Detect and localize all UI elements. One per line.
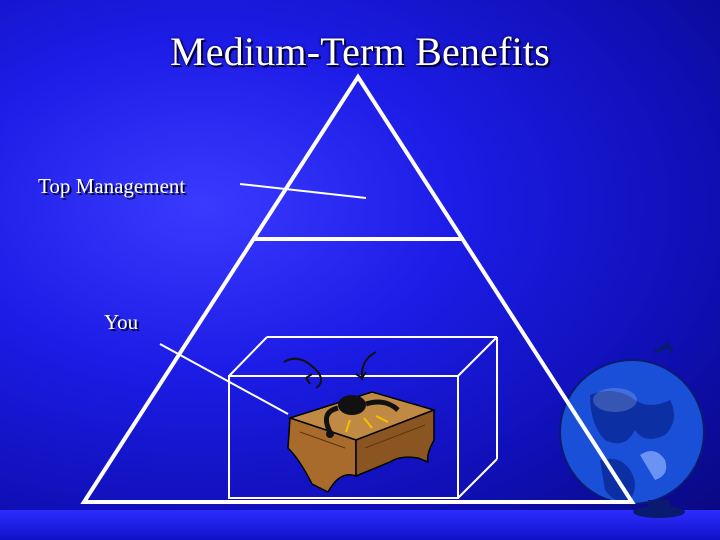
you-leader — [159, 343, 289, 415]
top-management-leader — [239, 183, 367, 199]
you-label: You — [104, 310, 139, 334]
desk-icon — [283, 351, 437, 493]
bottom-band — [0, 510, 720, 540]
globe-icon — [559, 342, 705, 518]
leader-lines — [159, 183, 367, 415]
top-management-label: Top Management — [38, 174, 186, 198]
pyramid-diagram — [80, 73, 636, 504]
slide-title: Medium-Term Benefits — [170, 29, 550, 74]
box-frame — [228, 336, 498, 499]
